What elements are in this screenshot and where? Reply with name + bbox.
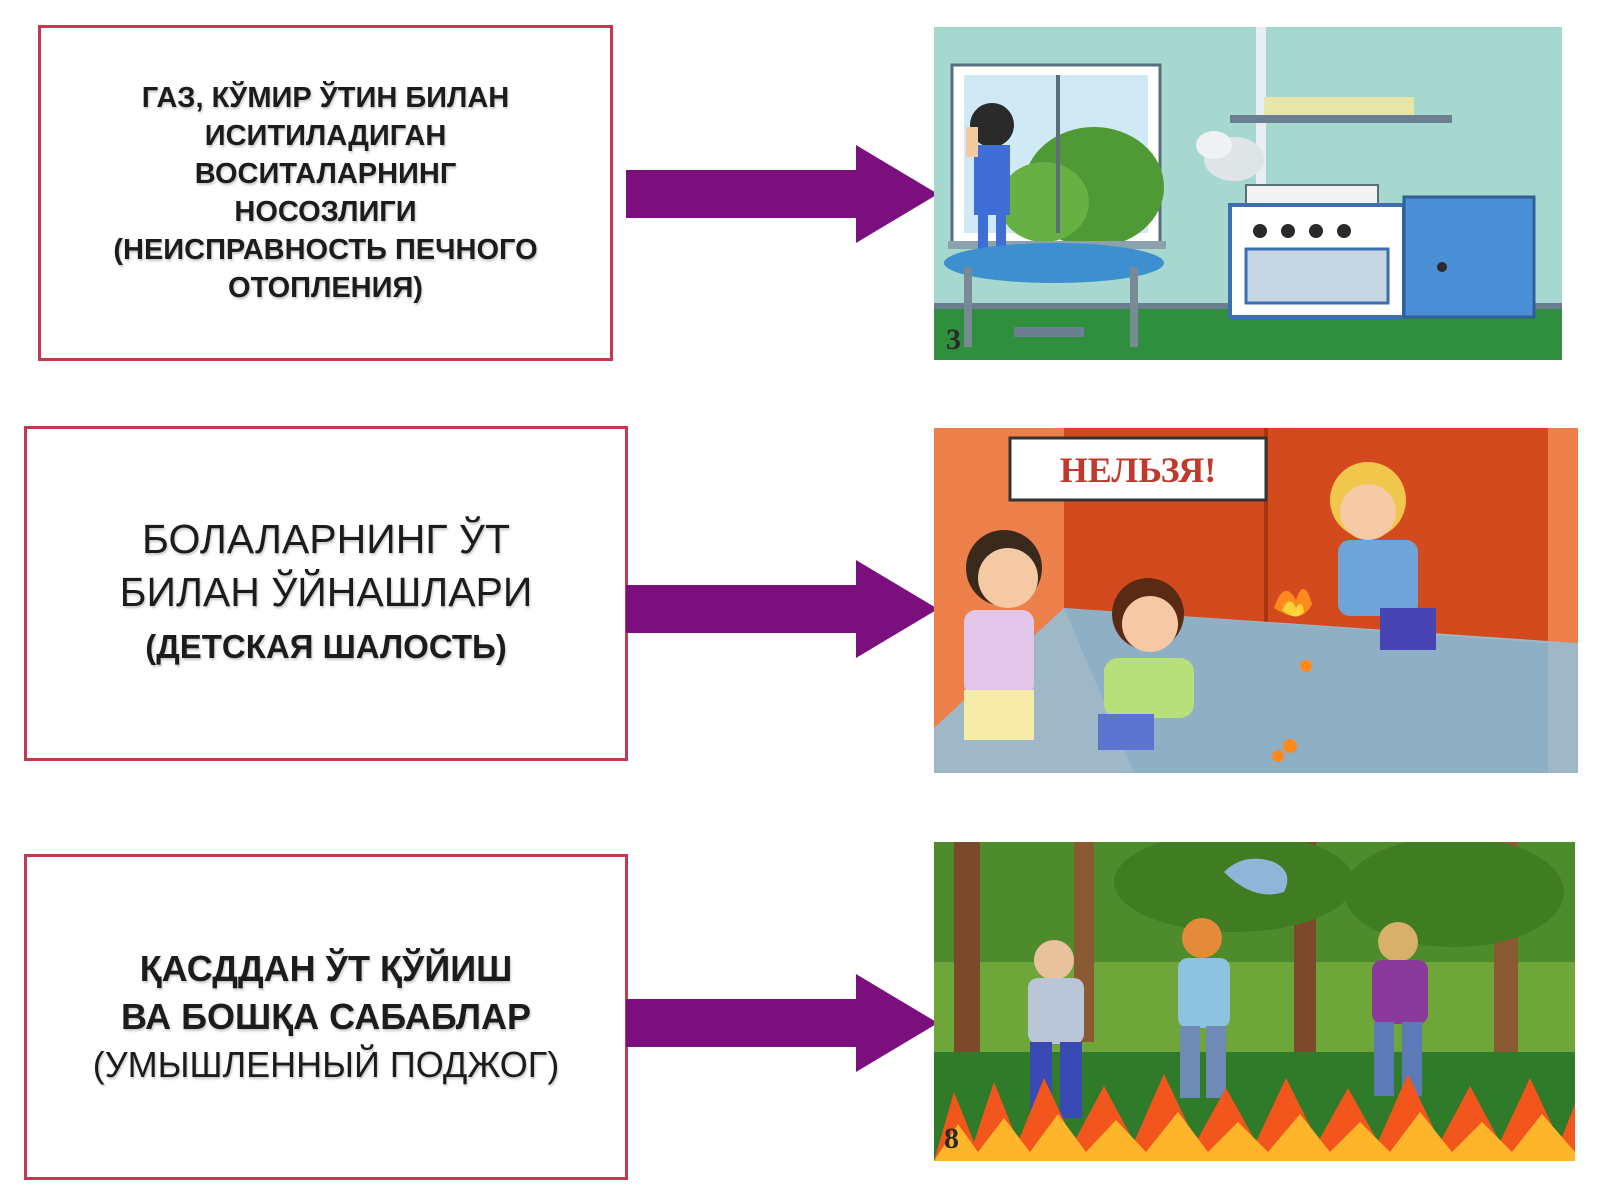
arrow-right-icon (626, 560, 938, 658)
cause-box-heating: ГАЗ, КЎМИР ЎТИН БИЛАН ИСИТИЛАДИГАН ВОСИТ… (38, 25, 613, 361)
smoke-icon (1196, 131, 1264, 181)
cause-text-line: ВА БОШҚА САБАБЛАР (120, 996, 532, 1037)
scene-number: 8 (944, 1122, 959, 1155)
scene-number: 3 (946, 323, 961, 356)
cause-text-line: ҚАСДДАН ЎТ ҚЎЙИШ (139, 948, 513, 989)
cause-text-line: БИЛАН ЎЙНАШЛАРИ (119, 568, 533, 615)
children-icon (964, 462, 1436, 750)
fire-icon (1272, 588, 1312, 762)
illustration-heating: 3 (934, 27, 1562, 360)
cause-text-line: ВОСИТАЛАРНИНГ (194, 158, 457, 190)
cause-subtitle: (ДЕТСКАЯ ШАЛОСТЬ) (145, 627, 507, 665)
arrow-right-icon (626, 974, 938, 1072)
cause-text-line: (НЕИСПРАВНОСТЬ ПЕЧНОГО (113, 234, 538, 266)
cause-text-line: ИСИТИЛАДИГАН (204, 120, 447, 152)
illustration-children-play: НЕЛЬЗЯ! (934, 428, 1578, 773)
sign-text: НЕЛЬЗЯ! (1060, 450, 1216, 490)
table-icon (944, 243, 1164, 347)
illustration-arson: 8 (934, 842, 1575, 1161)
cause-subtitle: (УМЫШЛЕННЫЙ ПОДЖОГ) (92, 1044, 560, 1085)
cause-text-line: ГАЗ, КЎМИР ЎТИН БИЛАН (141, 82, 510, 114)
cause-text-line: НОСОЗЛИГИ (234, 196, 417, 228)
fire-icon (934, 1074, 1575, 1161)
people-icon (1028, 858, 1428, 1118)
child-icon (966, 103, 1014, 253)
cause-box-arson: ҚАСДДАН ЎТ ҚЎЙИШ ВА БОШҚА САБАБЛАР (УМЫШ… (24, 854, 628, 1180)
cause-text-line: БОЛАЛАРНИНГ ЎТ (142, 515, 510, 562)
cause-box-children-play: БОЛАЛАРНИНГ ЎТ БИЛАН ЎЙНАШЛАРИ (ДЕТСКАЯ … (24, 426, 628, 761)
cause-text-line: ОТОПЛЕНИЯ) (228, 272, 423, 304)
arrow-right-icon (626, 145, 938, 243)
gas-stove-icon (1228, 184, 1536, 319)
